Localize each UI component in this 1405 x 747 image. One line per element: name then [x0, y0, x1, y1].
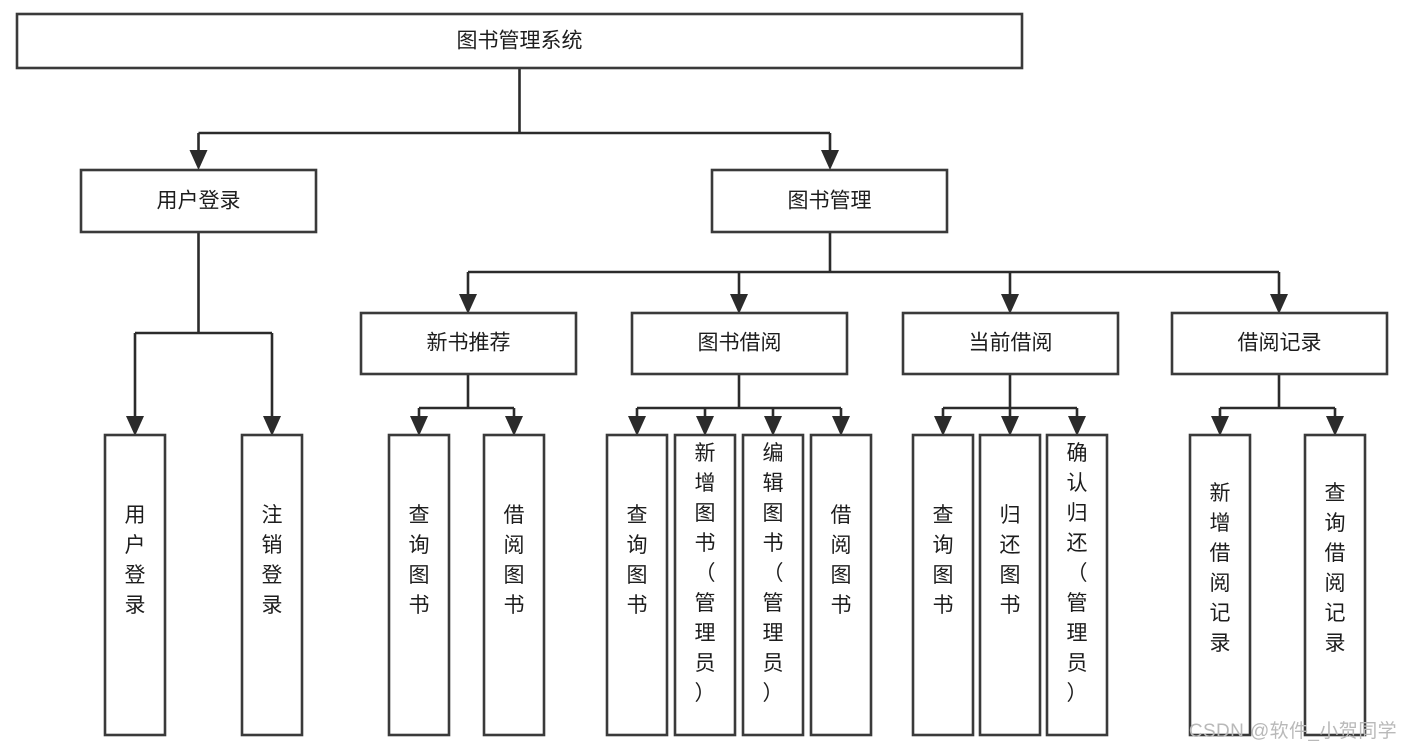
- leaf-confirm-return-label: 确认归还（管理员）: [1067, 442, 1088, 705]
- node-new-book-recommend[interactable]: 新书推荐: [359, 311, 578, 376]
- arrow-br-leaf-1: [1211, 416, 1229, 436]
- arrow-user-login-leaf-1: [126, 416, 144, 436]
- node-book-manage[interactable]: 图书管理: [710, 168, 949, 234]
- leaf-query-book-3-box[interactable]: [911, 433, 975, 737]
- connector-group-user-login: [126, 232, 281, 436]
- node-user-login[interactable]: 用户登录: [79, 168, 318, 234]
- leaf-borrow-book-2-label: 借阅图书: [831, 504, 852, 617]
- arrow-cb-leaf-2: [1001, 416, 1019, 436]
- leaf-return-book-label: 归还图书: [1000, 504, 1021, 617]
- node-book-borrow[interactable]: 图书借阅: [630, 311, 849, 376]
- leaf-node-return-book[interactable]: 归还图书: [978, 433, 1042, 737]
- arrow-user-login-leaf-2: [263, 416, 281, 436]
- node-borrow-record-label: 借阅记录: [1238, 332, 1322, 355]
- arrow-cb-leaf-3: [1068, 416, 1086, 436]
- node-book-manage-box[interactable]: [710, 168, 949, 234]
- connector-group-borrow-record: [1211, 374, 1344, 436]
- arrow-bm-to-borrow-record: [1270, 294, 1288, 314]
- arrow-nbr-leaf-2: [505, 416, 523, 436]
- leaf-node-query-record[interactable]: 查询借阅记录: [1303, 433, 1367, 737]
- arrow-nbr-leaf-1: [410, 416, 428, 436]
- leaf-edit-book-box[interactable]: [741, 433, 805, 737]
- connector-group-book-borrow: [628, 374, 850, 436]
- leaf-node-user-logout[interactable]: 注销登录: [240, 433, 304, 737]
- arrow-root-to-user-login: [189, 150, 208, 170]
- leaf-node-add-book[interactable]: 新增图书（管理员）: [673, 433, 737, 737]
- leaf-add-record-label: 新增借阅记录: [1210, 482, 1231, 655]
- node-root-label: 图书管理系统: [457, 30, 583, 53]
- arrow-bb-leaf-4: [832, 416, 850, 436]
- node-borrow-record[interactable]: 借阅记录: [1170, 311, 1389, 376]
- leaf-user-login-box[interactable]: [103, 433, 167, 737]
- arrow-bb-leaf-1: [628, 416, 646, 436]
- node-user-login-label: 用户登录: [157, 190, 241, 213]
- leaf-borrow-book-1-box[interactable]: [482, 433, 546, 737]
- leaf-query-record-box[interactable]: [1303, 433, 1367, 737]
- node-new-book-recommend-box[interactable]: [359, 311, 578, 376]
- node-book-manage-label: 图书管理: [788, 190, 872, 213]
- leaf-borrow-book-2-box[interactable]: [809, 433, 873, 737]
- leaf-user-login-label: 用户登录: [125, 504, 146, 617]
- node-current-borrow[interactable]: 当前借阅: [901, 311, 1120, 376]
- leaf-query-book-1-box[interactable]: [387, 433, 451, 737]
- arrow-cb-leaf-1: [934, 416, 952, 436]
- leaf-add-book-box[interactable]: [673, 433, 737, 737]
- arrow-bm-to-current-borrow: [1001, 294, 1019, 314]
- connector-group-current-borrow: [934, 374, 1086, 436]
- node-root-box[interactable]: [15, 12, 1024, 70]
- leaf-node-query-book-3[interactable]: 查询图书: [911, 433, 975, 737]
- connector-group-book-manage: [459, 232, 1288, 314]
- node-root[interactable]: 图书管理系统: [15, 12, 1024, 70]
- leaf-user-logout-label: 注销登录: [262, 504, 283, 617]
- leaf-edit-book-label: 编辑图书（管理员）: [763, 442, 784, 705]
- leaf-borrow-book-1-label: 借阅图书: [504, 504, 525, 617]
- connector-group-root: [189, 68, 839, 170]
- leaf-confirm-return-box[interactable]: [1045, 433, 1109, 737]
- node-user-login-box[interactable]: [79, 168, 318, 234]
- node-book-borrow-label: 图书借阅: [698, 332, 782, 355]
- csdn-watermark: CSDN @软件_小贺同学: [1188, 721, 1397, 742]
- leaf-node-borrow-book-1[interactable]: 借阅图书: [482, 433, 546, 737]
- leaf-node-add-record[interactable]: 新增借阅记录: [1188, 433, 1252, 737]
- leaf-add-record-box[interactable]: [1188, 433, 1252, 737]
- connector-group-new-book-recommend: [410, 374, 523, 436]
- leaf-node-user-login[interactable]: 用户登录: [103, 433, 167, 737]
- leaf-node-edit-book[interactable]: 编辑图书（管理员）: [741, 433, 805, 737]
- node-current-borrow-box[interactable]: [901, 311, 1120, 376]
- arrow-bm-to-book-borrow: [730, 294, 748, 314]
- leaf-user-logout-box[interactable]: [240, 433, 304, 737]
- arrow-bb-leaf-3: [764, 416, 782, 436]
- arrow-root-to-book-manage: [821, 150, 839, 170]
- node-borrow-record-box[interactable]: [1170, 311, 1389, 376]
- node-book-borrow-box[interactable]: [630, 311, 849, 376]
- node-current-borrow-label: 当前借阅: [969, 332, 1053, 355]
- leaf-query-book-2-box[interactable]: [605, 433, 669, 737]
- leaf-query-book-2-label: 查询图书: [627, 504, 648, 617]
- leaf-node-confirm-return[interactable]: 确认归还（管理员）: [1045, 433, 1109, 737]
- leaf-query-book-3-label: 查询图书: [933, 504, 954, 617]
- leaf-add-book-label: 新增图书（管理员）: [695, 442, 716, 705]
- arrow-bb-leaf-2: [696, 416, 714, 436]
- leaf-node-borrow-book-2[interactable]: 借阅图书: [809, 433, 873, 737]
- leaf-query-book-1-label: 查询图书: [409, 504, 430, 617]
- leaf-query-record-label: 查询借阅记录: [1325, 482, 1346, 655]
- leaf-node-query-book-1[interactable]: 查询图书: [387, 433, 451, 737]
- node-new-book-recommend-label: 新书推荐: [427, 332, 511, 355]
- leaf-node-query-book-2[interactable]: 查询图书: [605, 433, 669, 737]
- arrow-br-leaf-2: [1326, 416, 1344, 436]
- leaf-return-book-box[interactable]: [978, 433, 1042, 737]
- arrow-bm-to-new-book-recommend: [459, 294, 477, 314]
